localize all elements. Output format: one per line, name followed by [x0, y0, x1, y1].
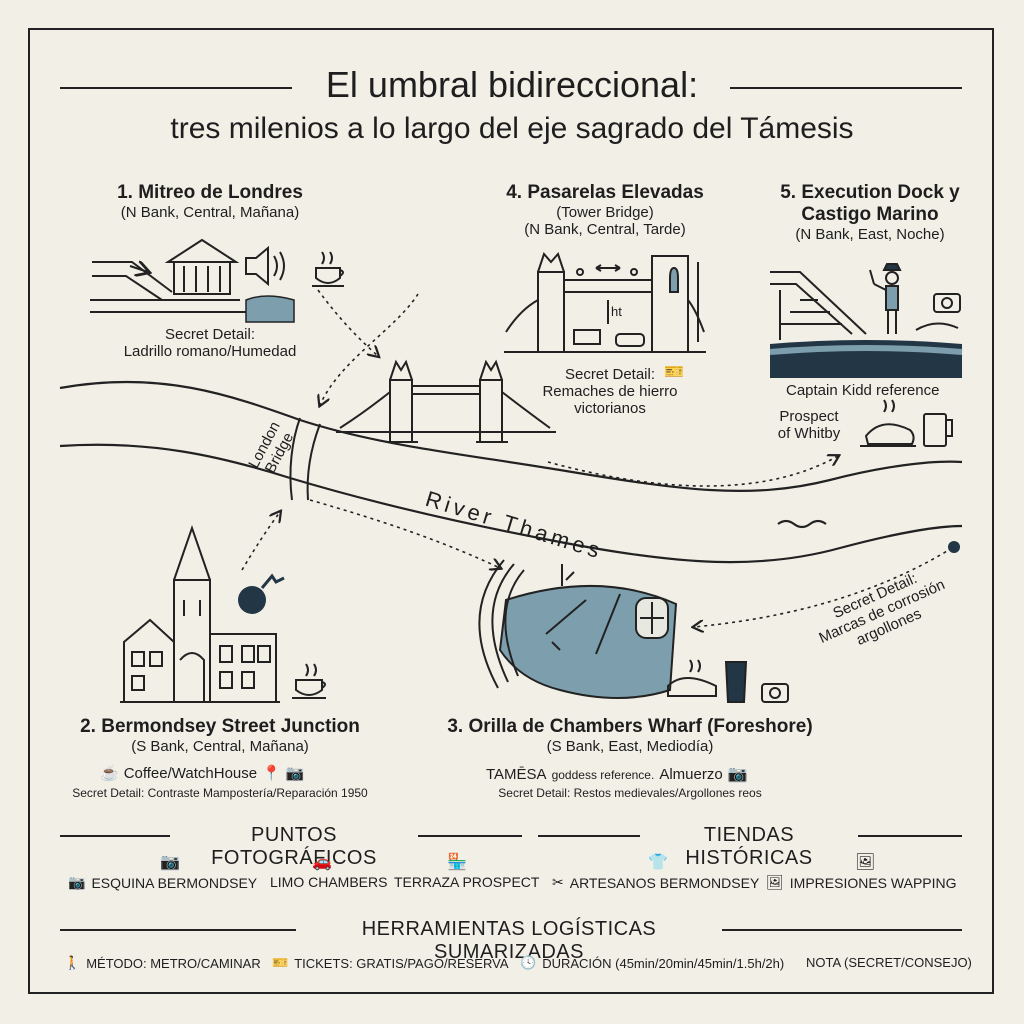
logistics-method[interactable]: 🚶 MÉTODO: METRO/CAMINAR [64, 955, 261, 971]
stop-5-pub[interactable]: Prospect of Whitby [764, 408, 854, 442]
logistics-duration-label: DURACIÓN (45min/20min/45min/1.5h/2h) [542, 955, 785, 971]
ticket-icon: 🎫 [272, 955, 289, 970]
shop-1[interactable]: ✂ ARTESANOS BERMONDSEY [552, 874, 759, 891]
page-subtitle: tres milenios a lo largo del eje sagrado… [170, 112, 854, 145]
stop-3-sub: (S Bank, East, Mediodía) [546, 738, 714, 755]
photo-spot-3[interactable]: TERRAZA PROSPECT [394, 874, 539, 890]
stop-5-pub-line-1: Prospect [779, 408, 839, 425]
bomb-icon [238, 586, 266, 614]
london-bridge [289, 417, 321, 501]
bridge-height-label: ht [611, 304, 622, 319]
walkway-illustration [504, 252, 706, 353]
river-thames [59, 380, 963, 564]
stop-2[interactable]: 2. Bermondsey Street Junction (S Bank, C… [40, 716, 400, 755]
stop-2-cafe-label: Coffee/WatchHouse [123, 764, 258, 782]
camera-icon: 📷 [285, 765, 305, 782]
stop-2-sub: (S Bank, Central, Mañana) [131, 738, 309, 755]
stop-5-reference: Captain Kidd reference [786, 382, 940, 399]
stop-1-secret-text: Ladrillo romano/Humedad [123, 343, 297, 360]
route-arrows [241, 289, 953, 627]
stop-4[interactable]: 4. Pasarelas Elevadas (Tower Bridge) (N … [455, 182, 755, 238]
stop-5[interactable]: 5. Execution Dock y Castigo Marino (N Ba… [760, 182, 980, 243]
stop-1-sub: (N Bank, Central, Mañana) [120, 204, 300, 221]
logistics-tickets-label: TICKETS: GRATIS/PAGO/RESERVA [294, 955, 509, 971]
stop-3-note-c: Almuerzo [659, 766, 723, 783]
stop-3-note-a: TAMĒSA [486, 766, 547, 783]
shirt-icon: 👕 [648, 854, 668, 871]
logistics-heading: HERRAMIENTAS LOGÍSTICAS SUMARIZADAS [361, 918, 657, 963]
ticket-icon: 🎫 [664, 364, 684, 381]
tower-bridge-illustration [336, 359, 556, 443]
picture-icon: 🖼 [855, 854, 876, 871]
mithraeum-illustration [90, 238, 344, 313]
map-pin-icon: 📍 [262, 765, 281, 782]
stop-5-title-1: 5. Execution Dock y [780, 182, 960, 203]
stop-5-pub-line-2: of Whitby [777, 425, 841, 442]
logistics-tickets[interactable]: 🎫 TICKETS: GRATIS/PAGO/RESERVA [272, 955, 509, 971]
stop-2-secret: Secret Detail: Contraste Mampostería/Rep… [72, 786, 368, 800]
photo-spot-1[interactable]: 📷 ESQUINA BERMONDSEY [68, 874, 257, 891]
clock-icon: 🕓 [520, 955, 537, 970]
stop-2-title: 2. Bermondsey Street Junction [80, 716, 360, 737]
stop-4-secret-text-1: Remaches de hierro [542, 383, 678, 400]
stop-3[interactable]: 3. Orilla de Chambers Wharf (Foreshore) … [430, 716, 830, 755]
map-frame [28, 28, 994, 994]
stop-3-notes: TAMĒSA goddess reference. Almuerzo 📷 [486, 764, 748, 784]
mithraeum-water [245, 295, 295, 323]
stop-5-sub: (N Bank, East, Noche) [795, 226, 945, 243]
camera-icon: 📷 [160, 854, 180, 871]
pub-illustration [860, 399, 953, 447]
stop-2-cafe[interactable]: ☕ Coffee/WatchHouse 📍 📷 [100, 764, 305, 783]
stop-1[interactable]: 1. Mitreo de Londres (N Bank, Central, M… [60, 182, 360, 221]
shop-2[interactable]: 🖼 IMPRESIONES WAPPING [766, 874, 957, 891]
camera-icon: 📷 [68, 874, 86, 890]
stop-1-secret-label: Secret Detail: [164, 326, 256, 343]
stop-3-secret: Secret Detail: Restos medievales/Argollo… [498, 786, 762, 800]
stop-4-line2: (Tower Bridge) [556, 204, 654, 221]
stop-4-secret: Secret Detail: Remaches de hierro victor… [530, 366, 690, 417]
photo-spots-heading: PUNTOS FOTOGRÁFICOS [211, 824, 377, 869]
stop-4-title: 4. Pasarelas Elevadas [506, 182, 704, 203]
execution-dock-illustration [770, 263, 961, 340]
stop-4-secret-label: Secret Detail: [564, 366, 656, 383]
stop-4-sub: (N Bank, Central, Tarde) [524, 221, 686, 238]
page-title: El umbral bidireccional: [325, 64, 699, 105]
stop-4-secret-text-2: victorianos [574, 400, 646, 417]
shop-1-label: ARTESANOS BERMONDSEY [569, 874, 760, 891]
bermondsey-illustration [120, 524, 326, 703]
logistics-duration[interactable]: 🕓 DURACIÓN (45min/20min/45min/1.5h/2h) [520, 955, 784, 971]
picture-icon: 🖼 [766, 874, 784, 890]
photo-spot-1-label: ESQUINA BERMONDSEY [91, 874, 258, 891]
historic-shops-heading: TIENDAS HISTÓRICAS [685, 824, 813, 869]
camera-icon: 📷 [727, 766, 748, 783]
photo-spot-2[interactable]: LIMO CHAMBERS [270, 874, 387, 890]
scissors-icon: ✂ [552, 874, 564, 890]
photo-spot-3-label: TERRAZA PROSPECT [394, 874, 540, 890]
storefront-icon: 🏪 [447, 854, 467, 871]
stop-3-note-b: goddess reference. [551, 768, 655, 782]
stop-3-title: 3. Orilla de Chambers Wharf (Foreshore) [447, 716, 813, 737]
logistics-note-label: NOTA (SECRET/CONSEJO) [806, 955, 972, 970]
foreshore-illustration [478, 559, 789, 703]
photo-spot-2-label: LIMO CHAMBERS [270, 874, 388, 890]
walking-icon: 🚶 [64, 955, 81, 970]
route-start-dot [948, 541, 960, 553]
logistics-method-label: MÉTODO: METRO/CAMINAR [86, 955, 261, 971]
coffee-icon: ☕ [100, 765, 119, 782]
stop-1-secret: Secret Detail: Ladrillo romano/Humedad [60, 326, 360, 360]
stop-1-title: 1. Mitreo de Londres [117, 182, 303, 203]
stop-5-title-2: Castigo Marino [801, 204, 939, 225]
shop-2-label: IMPRESIONES WAPPING [789, 874, 957, 891]
logistics-note[interactable]: NOTA (SECRET/CONSEJO) [806, 955, 972, 970]
car-icon: 🚗 [312, 854, 332, 871]
